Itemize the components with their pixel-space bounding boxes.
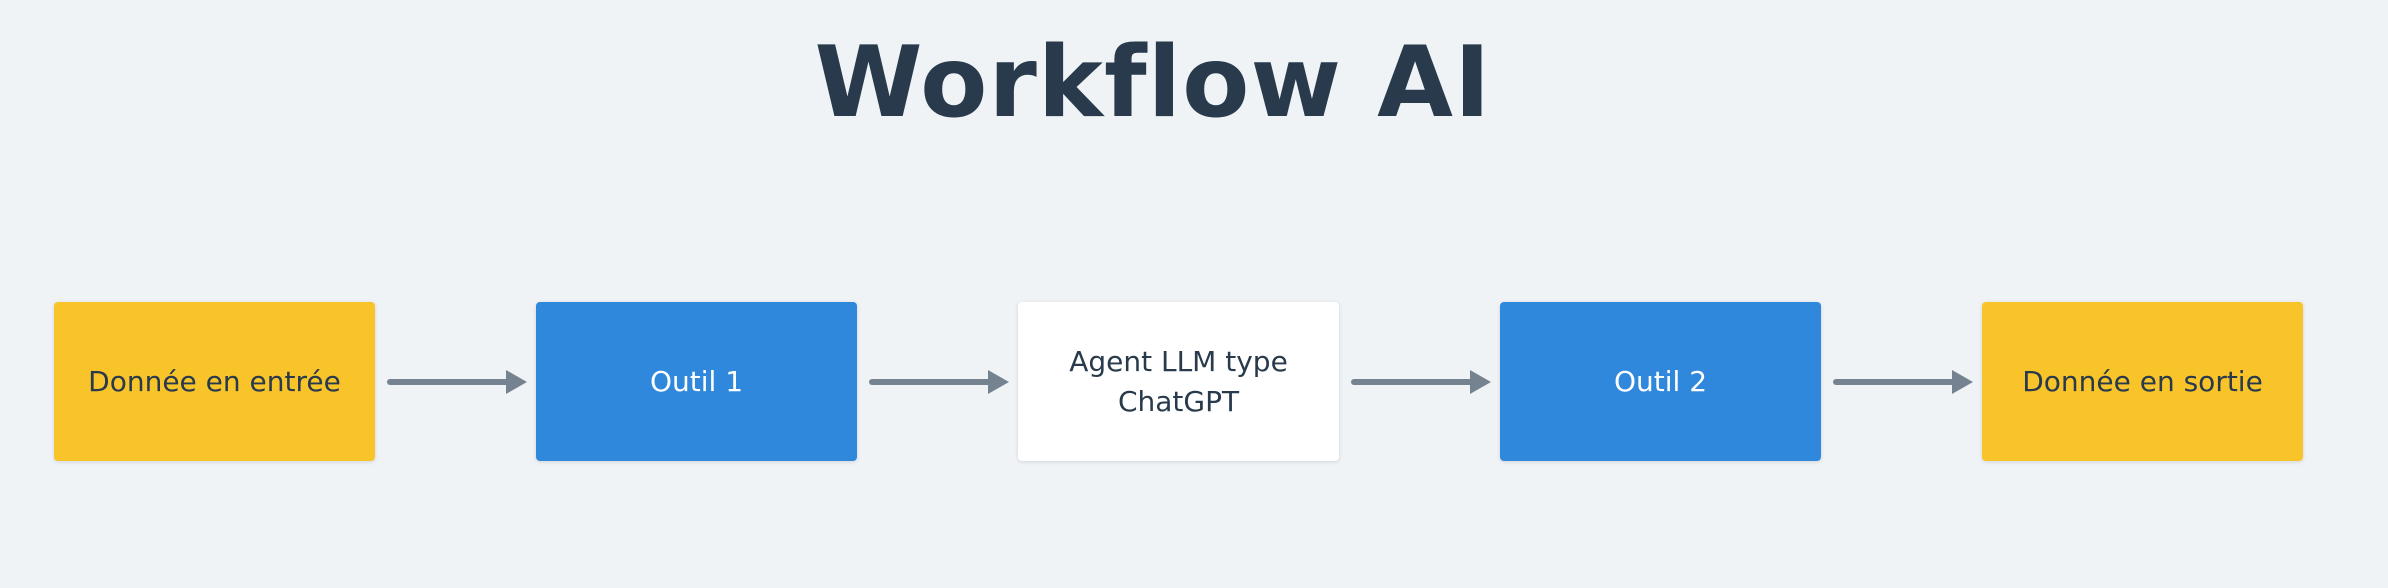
- node-output-data-label: Donnée en sortie: [2022, 364, 2263, 398]
- diagram-title: Workflow AI: [814, 26, 1492, 140]
- node-llm-agent-label: Agent LLM type ChatGPT: [1069, 344, 1288, 418]
- arrow-tool1-to-agent: [869, 370, 1009, 394]
- node-input-data-label: Donnée en entrée: [88, 364, 341, 398]
- node-tool-2-label: Outil 2: [1613, 364, 1708, 398]
- node-output-data: Donnée en sortie: [1982, 302, 2303, 461]
- node-input-data: Donnée en entrée: [54, 302, 375, 461]
- node-tool-1: Outil 1: [536, 302, 857, 461]
- arrow-input-to-tool1: [387, 370, 527, 394]
- node-tool-2: Outil 2: [1500, 302, 1821, 461]
- arrow-tool2-to-output: [1833, 370, 1973, 394]
- node-tool-1-label: Outil 1: [649, 364, 744, 398]
- arrow-agent-to-tool2: [1351, 370, 1491, 394]
- node-llm-agent: Agent LLM type ChatGPT: [1018, 302, 1339, 461]
